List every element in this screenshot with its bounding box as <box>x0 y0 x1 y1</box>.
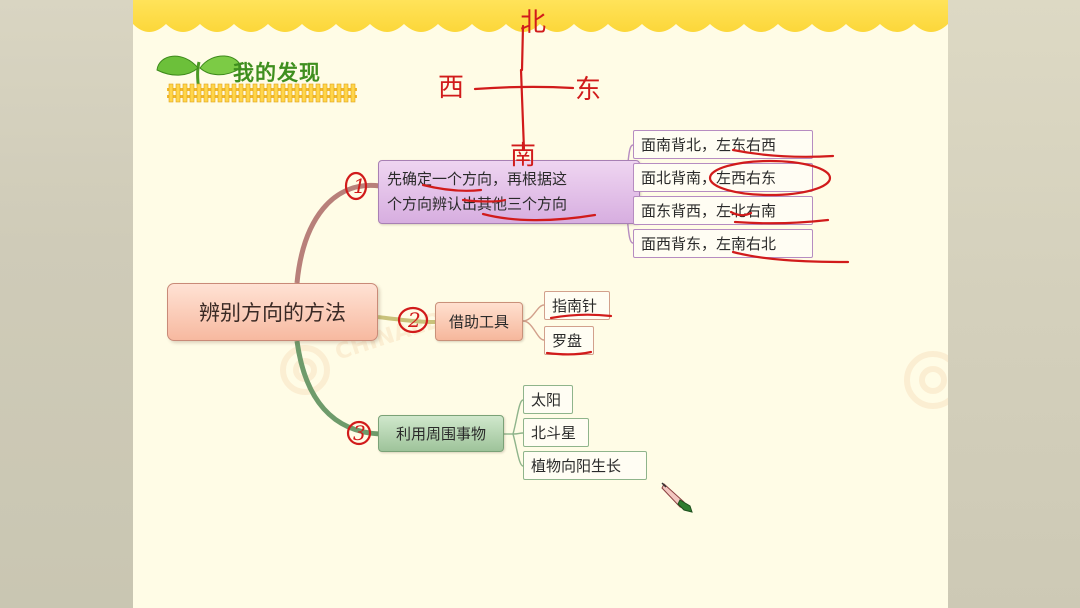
connector-branch-3 <box>294 340 381 437</box>
connector-leaves-3 <box>504 399 524 467</box>
right-background <box>948 0 1080 608</box>
title-decoration <box>156 55 357 103</box>
branch-number-2: 2 <box>408 308 421 332</box>
sprout-icon <box>156 55 242 91</box>
branch-number-3: 3 <box>353 421 366 445</box>
leaf-face-north[interactable]: 面北背南，左西右东 <box>633 163 813 192</box>
leaf-face-east[interactable]: 面东背西，左北右南 <box>633 196 813 225</box>
connector-branch-2 <box>377 315 436 324</box>
branch-1-line-2: 个方向辨认出其他三个方向 <box>387 195 568 213</box>
branch-node-use-surroundings[interactable]: 利用周围事物 <box>378 415 504 452</box>
compass-south-label: 南 <box>510 141 537 171</box>
leaf-big-dipper[interactable]: 北斗星 <box>523 418 589 447</box>
branch-node-use-tools[interactable]: 借助工具 <box>435 302 523 341</box>
leaf-sun[interactable]: 太阳 <box>523 385 573 414</box>
branch-node-determine-direction[interactable]: 先确定一个方向，再根据这 个方向辨认出其他三个方向 <box>378 160 640 224</box>
branch-1-line-1: 先确定一个方向，再根据这 <box>387 170 568 188</box>
pen-cursor-icon <box>661 482 693 513</box>
fence-decoration <box>167 83 357 103</box>
leaf-plants-face-sun[interactable]: 植物向阳生长 <box>523 451 647 480</box>
leaf-luopan[interactable]: 罗盘 <box>544 326 594 355</box>
center-node[interactable]: 辨别方向的方法 <box>167 283 378 341</box>
branch-number-1: 1 <box>353 174 366 198</box>
connector-branch-1 <box>294 182 381 284</box>
connector-leaves-2 <box>522 304 545 341</box>
left-background <box>0 0 133 608</box>
leaf-face-south[interactable]: 面南背北，左东右西 <box>633 130 813 159</box>
section-title: 我的发现 <box>233 61 321 85</box>
top-wave-banner <box>133 0 948 32</box>
compass-east-label: 东 <box>575 75 602 105</box>
leaf-compass[interactable]: 指南针 <box>544 291 610 320</box>
compass-west-label: 西 <box>438 73 465 103</box>
compass-north-label: 北 <box>520 8 547 38</box>
slide: CHINAEDU 我的发现 <box>133 0 948 608</box>
leaf-face-west[interactable]: 面西背东，左南右北 <box>633 229 813 258</box>
